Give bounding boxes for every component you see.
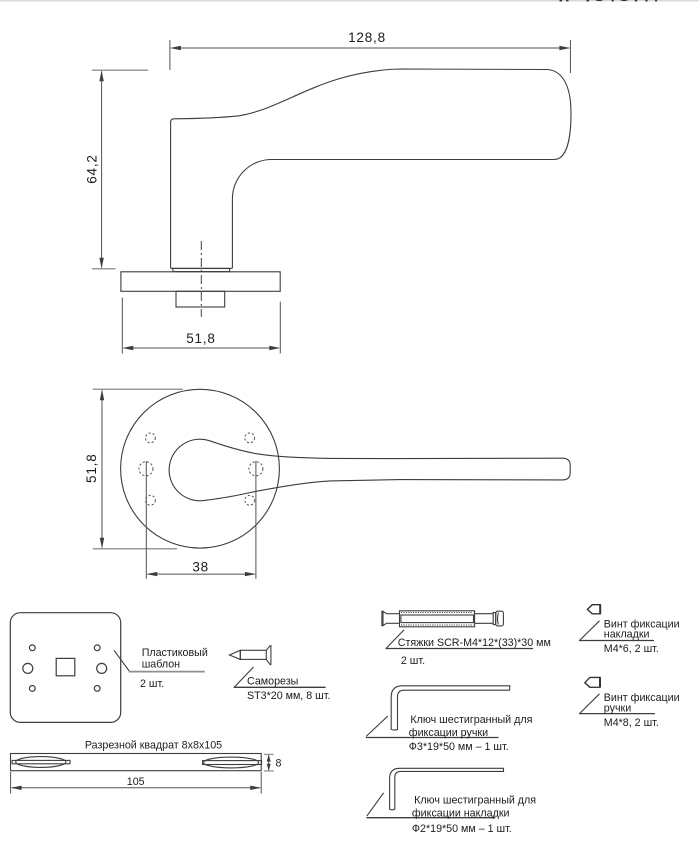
- svg-text:шаблон: шаблон: [142, 659, 180, 671]
- svg-text:51,8: 51,8: [84, 453, 99, 482]
- svg-text:38: 38: [192, 560, 209, 575]
- svg-text:105: 105: [127, 776, 145, 788]
- svg-text:Стяжки SCR-M4*12*(33)*30 мм: Стяжки SCR-M4*12*(33)*30 мм: [398, 637, 551, 649]
- svg-text:Ф2*19*50 мм – 1 шт.: Ф2*19*50 мм – 1 шт.: [412, 823, 512, 835]
- svg-text:51,8: 51,8: [186, 331, 215, 346]
- svg-text:М4*8, 2 шт.: М4*8, 2 шт.: [604, 717, 659, 729]
- svg-text:128,8: 128,8: [348, 30, 386, 45]
- svg-text:Разрезной квадрат 8х8х105: Разрезной квадрат 8х8х105: [85, 739, 222, 751]
- svg-text:Винт фиксации: Винт фиксации: [604, 619, 680, 631]
- svg-text:ST3*20 мм, 8 шт.: ST3*20 мм, 8 шт.: [247, 690, 330, 702]
- svg-text:накладки: накладки: [604, 628, 650, 640]
- svg-text:Пластиковый: Пластиковый: [142, 647, 208, 659]
- svg-text:Винт фиксации: Винт фиксации: [604, 692, 680, 704]
- svg-text:фиксации ручки: фиксации ручки: [409, 727, 488, 739]
- svg-text:2 шт.: 2 шт.: [401, 655, 425, 667]
- svg-text:Ф3*19*50 мм – 1 шт.: Ф3*19*50 мм – 1 шт.: [409, 741, 509, 753]
- svg-text:8: 8: [276, 757, 282, 769]
- svg-text:Ключ шестигранный для: Ключ шестигранный для: [414, 795, 536, 807]
- svg-text:М4*6, 2 шт.: М4*6, 2 шт.: [604, 643, 659, 655]
- svg-text:2 шт.: 2 шт.: [140, 678, 164, 690]
- svg-text:ручки: ручки: [604, 702, 631, 714]
- svg-text:Ключ шестигранный для: Ключ шестигранный для: [410, 714, 532, 726]
- svg-text:фиксации накладки: фиксации накладки: [412, 807, 510, 819]
- svg-text:64,2: 64,2: [85, 154, 100, 183]
- svg-text:Саморезы: Саморезы: [247, 676, 298, 688]
